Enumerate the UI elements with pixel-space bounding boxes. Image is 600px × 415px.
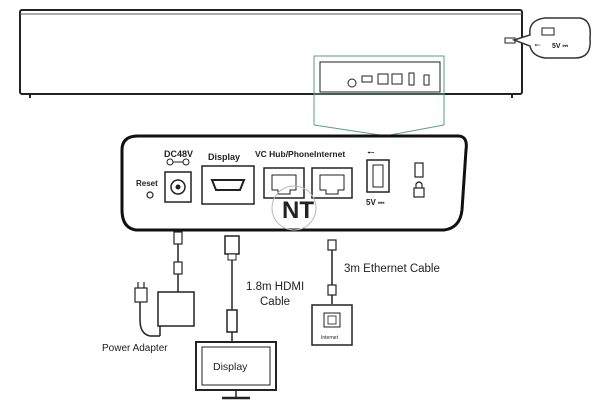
rear-panel: ⭪ DC48V Reset Display VC Hub/Phone Inter… (120, 134, 468, 232)
lock-icon (413, 181, 425, 198)
usb-power-label: 5V ⎓ (366, 198, 385, 207)
reset-button (146, 191, 154, 199)
usb-icon: ⭪ (367, 148, 375, 159)
vc-hub-port (263, 167, 305, 199)
usb-callout: ⭪ 5V ⎓ (511, 17, 592, 59)
power-cable (173, 231, 183, 292)
wall-port-label: Internet (321, 335, 339, 341)
zoom-guide (313, 55, 445, 136)
hdmi-port (201, 165, 255, 205)
usb-callout-icon: ⭪ (534, 40, 541, 50)
hdmi-cable-label-2: Cable (260, 296, 290, 308)
watermark: NT (271, 185, 317, 231)
display-monitor (195, 341, 277, 400)
device-body (19, 9, 523, 98)
ethernet-cable (327, 239, 337, 304)
hdmi-cable-label-1: 1.8m HDMI (246, 281, 304, 293)
security-slot (414, 162, 424, 178)
internet-port-label: Internet (314, 149, 345, 159)
usb-callout-label: 5V ⎓ (552, 43, 569, 50)
display-monitor-label: Display (213, 361, 248, 373)
hdmi-cable (224, 235, 240, 342)
wall-internet-port (311, 304, 353, 346)
dc-label: DC48V (164, 149, 193, 159)
watermark-text: NT (282, 197, 314, 224)
display-port-label: Display (208, 152, 240, 162)
vc-hub-label: VC Hub/Phone (255, 149, 314, 159)
power-adapter-label: Power Adapter (102, 343, 168, 354)
power-adapter (134, 282, 195, 337)
internet-port (311, 167, 353, 199)
ethernet-cable-label: 3m Ethernet Cable (344, 263, 440, 275)
reset-label: Reset (136, 179, 158, 188)
